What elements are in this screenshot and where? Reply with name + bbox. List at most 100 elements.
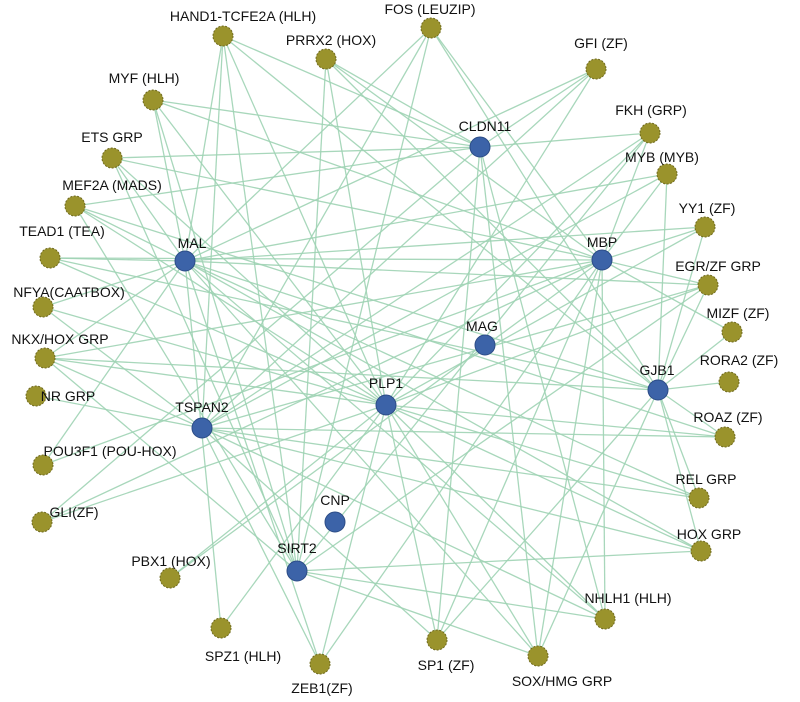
tf-node-nr-grp[interactable]: NR GRP xyxy=(25,385,95,407)
tf-node-circle[interactable] xyxy=(656,163,678,185)
tf-node-circle[interactable] xyxy=(142,89,164,111)
gene-node-circle[interactable] xyxy=(174,250,196,272)
edge-yy1-zf-to-mal xyxy=(184,226,706,262)
tf-node-circle[interactable] xyxy=(210,617,232,639)
gene-node-circle[interactable] xyxy=(469,136,491,158)
gene-node-label: CNP xyxy=(320,492,350,508)
tf-node-sp1-zf[interactable]: SP1 (ZF) xyxy=(418,629,475,673)
gene-node-label: MAG xyxy=(466,318,498,334)
edge-tead1-tea-to-plp1 xyxy=(49,257,387,406)
tf-node-circle[interactable] xyxy=(32,454,54,476)
tf-node-circle[interactable] xyxy=(212,25,234,47)
tf-node-circle[interactable] xyxy=(426,629,448,651)
tf-node-spz1-hlh[interactable]: SPZ1 (HLH) xyxy=(205,617,281,664)
gene-node-mbp[interactable]: MBP xyxy=(587,234,617,271)
tf-node-circle[interactable] xyxy=(25,385,47,407)
tf-node-hox-grp[interactable]: HOX GRP xyxy=(677,526,742,562)
gene-node-circle[interactable] xyxy=(647,379,669,401)
tf-node-label: MYF (HLH) xyxy=(109,70,180,86)
edge-hox-grp-to-gjb1 xyxy=(657,389,702,552)
tf-node-circle[interactable] xyxy=(31,511,53,533)
edge-nhlh1-hlh-to-mal xyxy=(184,260,606,620)
gene-node-circle[interactable] xyxy=(286,560,308,582)
gene-node-circle[interactable] xyxy=(474,334,496,356)
gene-node-mag[interactable]: MAG xyxy=(466,318,498,356)
tf-node-gfi-zf[interactable]: GFI (ZF) xyxy=(574,35,628,80)
tf-node-circle[interactable] xyxy=(585,58,607,80)
tf-node-mef2a-mads[interactable]: MEF2A (MADS) xyxy=(62,177,162,217)
tf-node-fkh-grp[interactable]: FKH (GRP) xyxy=(615,102,687,144)
gene-node-gjb1[interactable]: GJB1 xyxy=(639,362,675,401)
tf-node-circle[interactable] xyxy=(594,608,616,630)
tf-node-gli-zf[interactable]: GLI(ZF) xyxy=(31,504,99,533)
gene-node-cnp[interactable]: CNP xyxy=(320,492,350,533)
tf-node-circle[interactable] xyxy=(714,426,736,448)
gene-node-mal[interactable]: MAL xyxy=(174,235,207,272)
edge-egr-zf-grp-to-tspan2 xyxy=(201,284,709,429)
gene-node-tspan2[interactable]: TSPAN2 xyxy=(175,399,229,439)
tf-node-circle[interactable] xyxy=(32,296,54,318)
tf-node-roaz-zf[interactable]: ROAZ (ZF) xyxy=(693,409,763,448)
tf-node-tead1-tea[interactable]: TEAD1 (TEA) xyxy=(19,223,105,269)
tf-node-pbx1-hox[interactable]: PBX1 (HOX) xyxy=(131,553,211,589)
gene-node-label: GJB1 xyxy=(639,362,674,378)
tf-node-myf-hlh[interactable]: MYF (HLH) xyxy=(109,70,180,111)
tf-node-nhlh1-hlh[interactable]: NHLH1 (HLH) xyxy=(584,590,672,630)
tf-node-myb-myb[interactable]: MYB (MYB) xyxy=(625,149,699,185)
tf-node-ets-grp[interactable]: ETS GRP xyxy=(81,129,143,169)
tf-node-mizf-zf[interactable]: MIZF (ZF) xyxy=(707,305,770,343)
tf-node-circle[interactable] xyxy=(34,347,56,369)
tf-node-circle[interactable] xyxy=(315,48,337,70)
tf-node-circle[interactable] xyxy=(688,487,710,509)
edge-fkh-grp-to-sirt2 xyxy=(296,132,651,572)
tf-node-fos-leuzip[interactable]: FOS (LEUZIP) xyxy=(384,1,476,39)
gene-node-label: MAL xyxy=(178,235,207,251)
edge-gli-zf-to-plp1 xyxy=(41,404,387,523)
tf-node-circle[interactable] xyxy=(690,540,712,562)
tf-node-circle[interactable] xyxy=(309,653,331,675)
gene-node-plp1[interactable]: PLP1 xyxy=(369,375,403,416)
tf-node-circle[interactable] xyxy=(527,645,549,667)
tf-node-zeb1-zf[interactable]: ZEB1(ZF) xyxy=(291,653,353,696)
edge-nfya-caatbox-to-mal xyxy=(42,260,186,308)
tf-node-circle[interactable] xyxy=(39,247,61,269)
gene-node-circle[interactable] xyxy=(324,511,346,533)
gene-node-circle[interactable] xyxy=(375,394,397,416)
tf-node-rel-grp[interactable]: REL GRP xyxy=(676,471,737,509)
tf-node-egr-zf-grp[interactable]: EGR/ZF GRP xyxy=(675,258,761,296)
tf-node-circle[interactable] xyxy=(694,216,716,238)
tf-node-rora2-zf[interactable]: RORA2 (ZF) xyxy=(700,352,779,393)
edge-pou3f1-pou-hox-to-mbp xyxy=(42,259,603,466)
edge-hox-grp-to-tspan2 xyxy=(201,427,702,552)
gene-node-sirt2[interactable]: SIRT2 xyxy=(277,540,317,582)
gene-node-circle[interactable] xyxy=(191,417,213,439)
edge-fos-leuzip-to-gjb1 xyxy=(430,27,659,391)
tf-node-circle[interactable] xyxy=(697,274,719,296)
edge-nhlh1-hlh-to-tspan2 xyxy=(201,427,606,620)
edge-mef2a-mads-to-cldn11 xyxy=(74,146,481,207)
tf-node-nkx-hox-grp[interactable]: NKX/HOX GRP xyxy=(11,331,109,369)
edge-roaz-zf-to-gjb1 xyxy=(657,389,726,438)
tf-node-circle[interactable] xyxy=(64,195,86,217)
edge-gfi-zf-to-mal xyxy=(184,68,597,262)
edge-hand1-tcfe2a-hlh-to-plp1 xyxy=(222,35,387,406)
gene-node-cldn11[interactable]: CLDN11 xyxy=(459,118,512,158)
edge-zeb1-zf-to-tspan2 xyxy=(201,427,321,665)
gene-node-circle[interactable] xyxy=(591,249,613,271)
tf-node-sox-hmg-grp[interactable]: SOX/HMG GRP xyxy=(512,645,612,689)
tf-node-circle[interactable] xyxy=(420,17,442,39)
tf-node-pou3f1-pou-hox[interactable]: POU3F1 (POU-HOX) xyxy=(32,443,177,476)
tf-node-circle[interactable] xyxy=(159,567,181,589)
edge-myb-myb-to-gjb1 xyxy=(657,173,668,391)
tf-node-nfya-caatbox[interactable]: NFYA(CAATBOX) xyxy=(13,284,125,318)
tf-node-circle[interactable] xyxy=(639,122,661,144)
edge-pou3f1-pou-hox-to-mal xyxy=(42,260,186,466)
tf-node-label: ZEB1(ZF) xyxy=(291,680,352,696)
tf-node-yy1-zf[interactable]: YY1 (ZF) xyxy=(679,200,736,238)
edge-nkx-hox-grp-to-mal xyxy=(44,260,186,359)
tf-node-hand1-tcfe2a-hlh[interactable]: HAND1-TCFE2A (HLH) xyxy=(170,8,316,47)
tf-node-prrx2-hox[interactable]: PRRX2 (HOX) xyxy=(286,32,376,70)
tf-node-circle[interactable] xyxy=(101,147,123,169)
tf-node-circle[interactable] xyxy=(721,321,743,343)
tf-node-circle[interactable] xyxy=(718,371,740,393)
